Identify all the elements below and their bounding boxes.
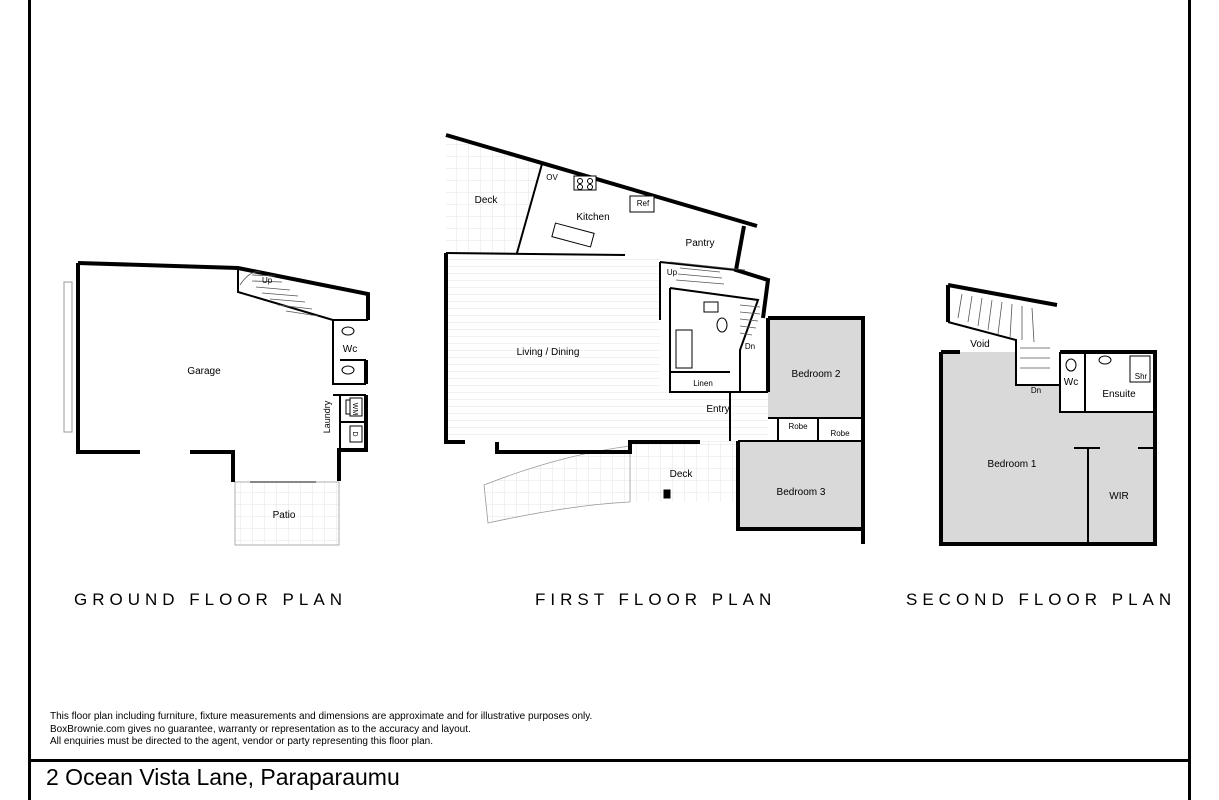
disclaimer: This floor plan including furniture, fix… [50,711,592,749]
first-floor-fixtures [551,175,728,499]
garage-door [63,281,73,433]
garage-label: Garage [187,366,221,377]
d-label: D [351,431,358,436]
second-floor-fixtures [1065,355,1151,383]
wm-label: WM [351,403,358,416]
page-frame-right [1188,0,1191,800]
up-first-label: Up [667,268,678,277]
bedroom3-label: Bedroom 3 [777,487,826,498]
second-floor-title: SECOND FLOOR PLAN [906,590,1177,609]
entry-label: Entry [706,404,729,415]
void-label: Void [970,339,989,350]
second-floor-outer-walls [939,283,1157,546]
ov-label: OV [546,173,558,182]
deck-top-label: Deck [475,195,499,206]
patio-area [234,481,340,546]
disclaimer-line: BoxBrownie.com gives no guarantee, warra… [50,723,471,735]
bedroom1-floor [941,352,1155,544]
garage-floor [78,263,368,481]
bedroom1-label: Bedroom 1 [988,459,1037,470]
wc-second-label: Wc [1064,377,1078,388]
ground-inner-walls [237,268,368,450]
patio-label: Patio [273,510,296,521]
second-floor-inner-walls [947,321,1155,544]
first-floor-title: FIRST FLOOR PLAN [535,590,777,609]
bedroom3-floor [738,441,863,529]
first-floor-stairs [669,261,761,336]
deck-bottom-label: Deck [670,469,694,480]
kitchen-label: Kitchen [576,212,609,223]
disclaimer-line: This floor plan including furniture, fix… [50,711,593,722]
wir-label: WIR [1109,491,1128,502]
ground-floor-plan: Garage Wc Up WM D Laundry Patio [63,261,370,546]
bedroom2-label: Bedroom 2 [792,369,841,380]
deck-top-floor [446,135,542,253]
property-address: 2 Ocean Vista Lane, Paraparaumu [46,764,400,790]
up-ground-label: Up [262,276,273,285]
deck-curved-steps [483,445,631,524]
second-floor-plan: Void Dn Wc Shr Ensuite Bedroom 1 WIR [939,283,1157,546]
living-dining-label: Living / Dining [517,347,580,358]
robe-a-label: Robe [788,422,808,431]
disclaimer-line: All enquiries must be directed to the ag… [50,736,433,747]
first-floor-outer-walls [444,133,865,544]
dn-first-label: Dn [745,342,755,351]
living-floor-b [660,392,768,442]
ref-label: Ref [637,199,650,208]
first-floor-inner-walls [445,163,863,442]
shr-label: Shr [1135,372,1148,381]
page-frame-left [28,0,31,800]
first-floor-plan: Deck OV Kitchen Ref Pantry Up Living / D… [444,133,865,544]
garage-walls [76,261,370,482]
ground-stairs [239,271,319,317]
laundry-label: Laundry [322,400,332,433]
linen-label: Linen [693,379,713,388]
living-floor [446,256,660,441]
deck-bottom-floor [630,442,738,502]
ensuite-label: Ensuite [1102,389,1136,400]
bedroom2-floor [768,318,863,418]
page-frame-bottom [28,759,1191,762]
dn-second-label: Dn [1031,386,1041,395]
ground-floor-title: GROUND FLOOR PLAN [74,590,347,609]
robe-b-label: Robe [830,429,850,438]
second-floor-stairs [957,293,1050,369]
pantry-label: Pantry [686,238,715,249]
wc-ground-label: Wc [343,344,357,355]
ground-fixtures [341,326,363,443]
